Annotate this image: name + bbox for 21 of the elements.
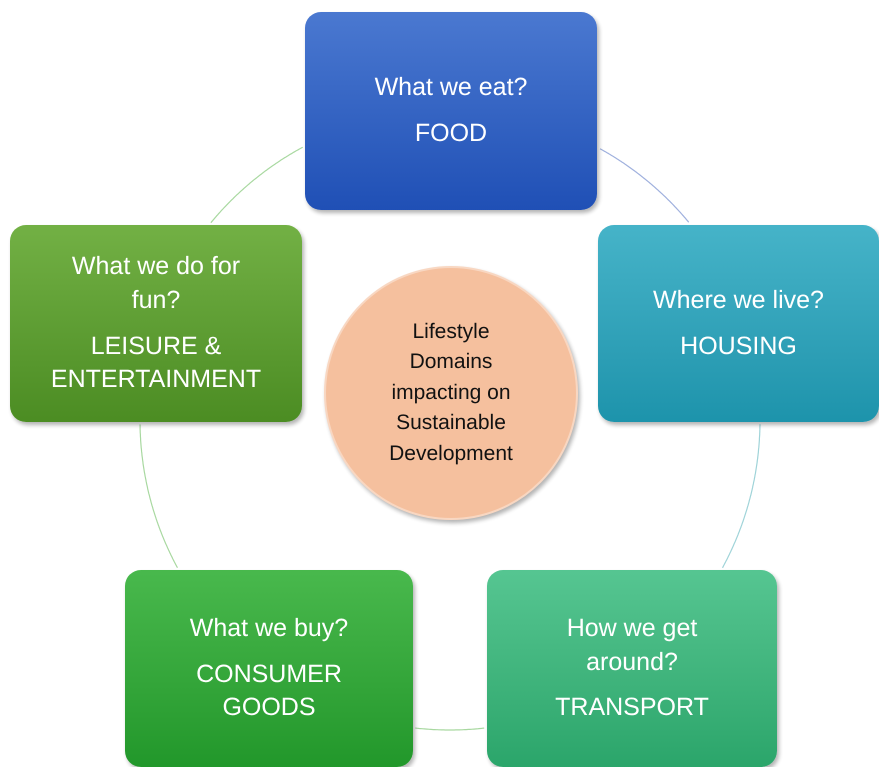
- domain-title: FOOD: [414, 118, 488, 149]
- connector-arc: [600, 148, 690, 223]
- domain-title: LEISURE & ENTERTAINMENT: [50, 330, 262, 396]
- domain-box: [305, 12, 597, 210]
- connector-arc: [139, 424, 178, 568]
- question-text: What we do for fun?: [70, 251, 242, 316]
- connector-arc: [210, 146, 303, 224]
- domain-box: [598, 225, 879, 422]
- center-text: Lifestyle Domains impacting on Sustainable Development: [388, 318, 514, 467]
- domain-box: [10, 225, 302, 422]
- question-text: How we get around?: [566, 612, 698, 678]
- question-text: What we buy?: [190, 612, 348, 644]
- domain-box: [125, 570, 413, 767]
- connector-arc: [415, 727, 484, 731]
- domain-box: [487, 570, 777, 767]
- question-text: Where we live?: [653, 284, 824, 316]
- question-text: What we eat?: [374, 72, 528, 104]
- domain-title: HOUSING: [680, 330, 797, 362]
- connector-arc: [722, 424, 761, 568]
- domain-title: CONSUMER GOODS: [195, 658, 343, 724]
- domain-title: TRANSPORT: [555, 692, 709, 724]
